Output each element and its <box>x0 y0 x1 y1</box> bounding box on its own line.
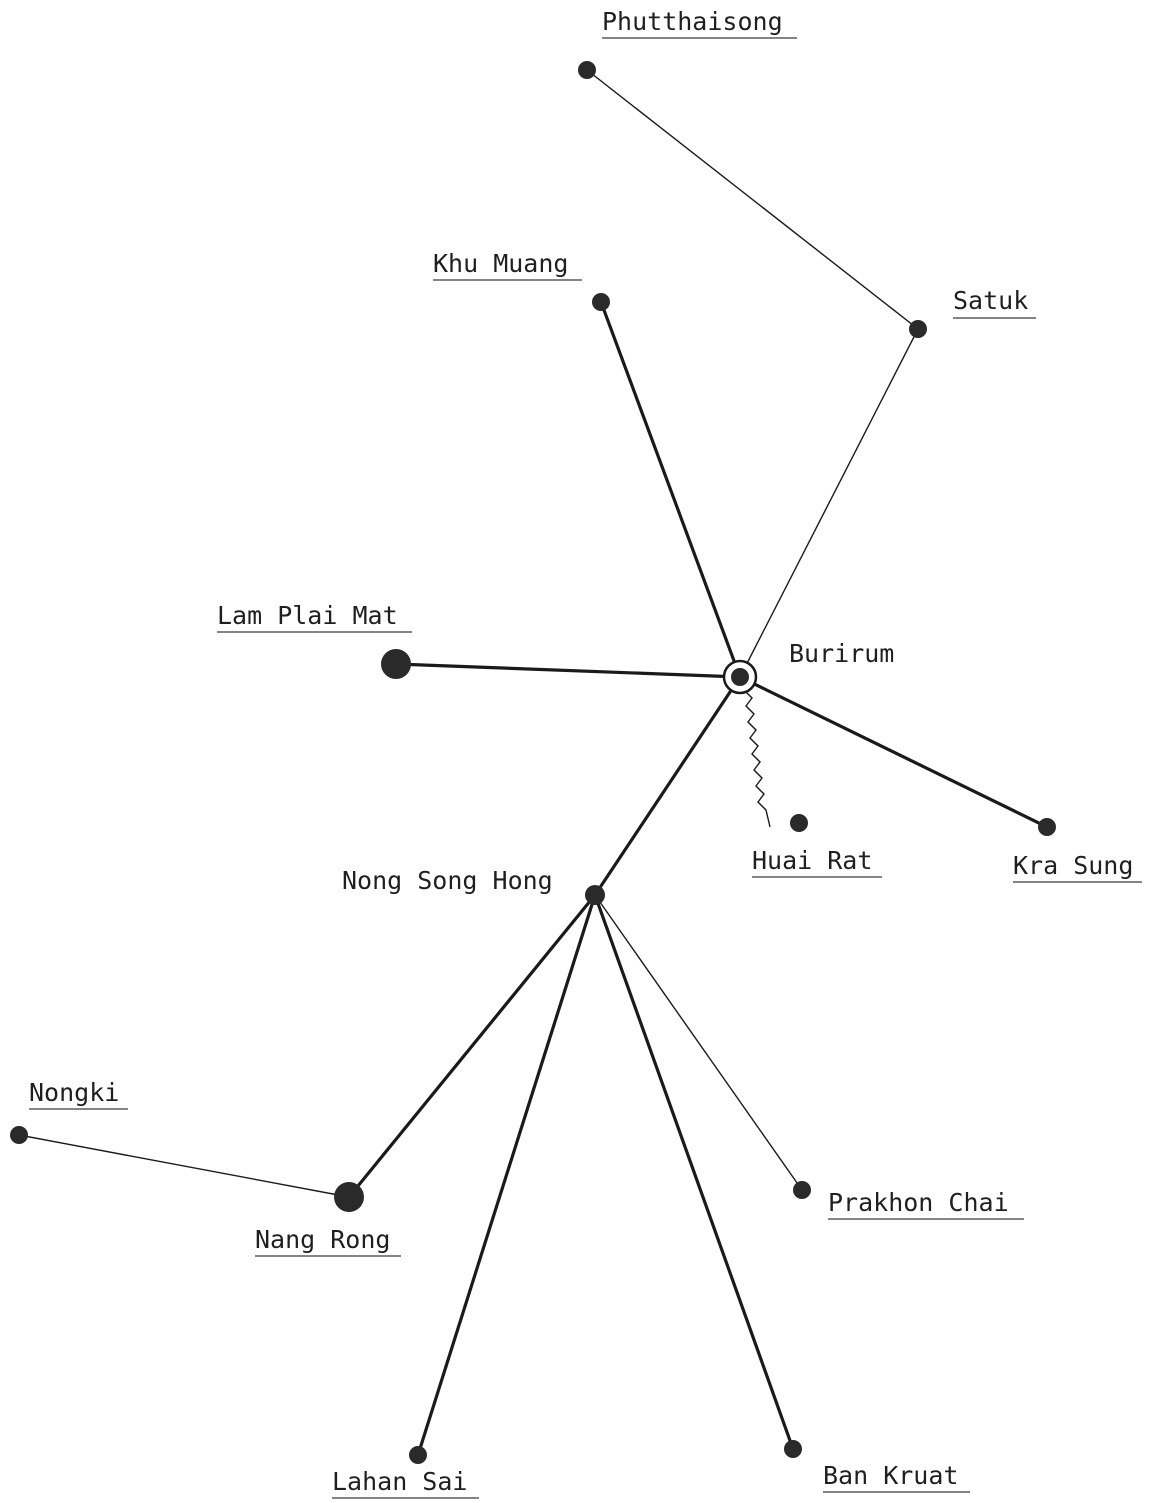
link-burirum-nong-song-hong <box>593 676 742 896</box>
label-nang-rong: Nang Rong <box>255 1225 390 1254</box>
node-nong-song-hong <box>585 885 605 905</box>
label-satuk: Satuk <box>953 286 1028 315</box>
node-nang-rong <box>334 1182 364 1212</box>
link-nong-song-hong-ban-kruat <box>593 894 795 1450</box>
label-phutthaisong: Phutthaisong <box>602 7 783 36</box>
label-nongki: Nongki <box>29 1078 119 1107</box>
label-nong-song-hong: Nong Song Hong <box>342 866 553 895</box>
link-nong-song-hong-lahan-sai <box>416 894 597 1456</box>
label-huai-rat: Huai Rat <box>752 846 872 875</box>
link-khu-muang-burirum <box>599 301 742 678</box>
link-nong-song-hong-nang-rong <box>347 893 597 1199</box>
link-satuk-burirum <box>739 328 919 678</box>
label-khu-muang: Khu Muang <box>433 249 568 278</box>
node-huai-rat <box>790 814 808 832</box>
node-lahan-sai <box>409 1446 427 1464</box>
link-burirum-huai-rat <box>743 689 771 828</box>
node-prakhon-chai <box>793 1181 811 1199</box>
label-lam-plai-mat: Lam Plai Mat <box>217 601 398 630</box>
link-lam-plai-mat-burirum <box>395 662 741 679</box>
label-burirum: Burirum <box>789 639 894 668</box>
node-burirum <box>722 659 758 695</box>
node-nongki <box>10 1126 28 1144</box>
link-burirum-kra-sung <box>739 675 1048 829</box>
link-phutthaisong-satuk <box>586 69 919 330</box>
label-lahan-sai: Lahan Sai <box>332 1467 467 1496</box>
connections <box>18 69 1048 1456</box>
label-prakhon-chai: Prakhon Chai <box>828 1188 1009 1217</box>
nodes <box>10 61 1056 1464</box>
node-lam-plai-mat <box>381 649 411 679</box>
link-nong-song-hong-prakhon-chai <box>594 894 803 1191</box>
label-kra-sung: Kra Sung <box>1013 851 1133 880</box>
node-khu-muang <box>592 293 610 311</box>
node-phutthaisong <box>578 61 596 79</box>
node-ban-kruat <box>784 1440 802 1458</box>
node-satuk <box>909 320 927 338</box>
node-kra-sung <box>1038 818 1056 836</box>
link-nongki-nang-rong <box>18 1134 350 1198</box>
labels: Phutthaisong Khu Muang Satuk Lam Plai Ma… <box>29 7 1142 1499</box>
label-ban-kruat: Ban Kruat <box>823 1461 958 1490</box>
